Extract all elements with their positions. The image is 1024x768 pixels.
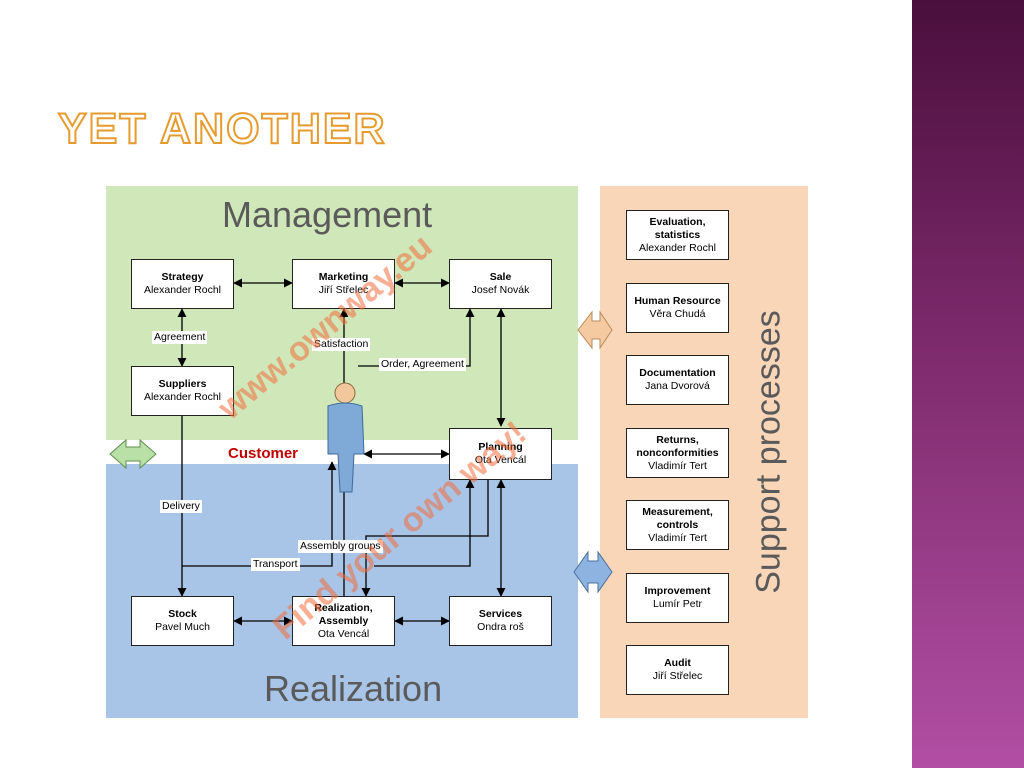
realization-assembly-box: Realization, Assembly Ota Vencál: [292, 596, 395, 646]
edge-assembly-planning: [374, 479, 475, 567]
support-box-documentation: Documentation Jana Dvorová: [626, 355, 729, 405]
services-box: Services Ondra roš: [449, 596, 552, 646]
sale-box: Sale Josef Novák: [449, 259, 552, 309]
edge-label-agreement: Agreement: [152, 331, 208, 344]
slide-title: YET ANOTHER: [57, 105, 387, 153]
realization-support-arrow: [573, 550, 613, 594]
support-box-title: Returns,: [656, 433, 699, 446]
sale-title: Sale: [489, 271, 512, 283]
support-box-returns: Returns, nonconformities Vladimír Tert: [626, 428, 729, 478]
support-box-title: statistics: [654, 228, 701, 241]
support-box-person: Alexander Rochl: [638, 241, 717, 254]
support-box-title: Evaluation,: [649, 215, 706, 228]
edge-label-assembly-groups: Assembly groups: [298, 540, 383, 553]
suppliers-box: Suppliers Alexander Rochl: [131, 366, 234, 416]
management-support-arrow: [577, 310, 613, 350]
edge-label-satisfaction: Satisfaction: [312, 338, 371, 351]
services-person: Ondra roš: [477, 621, 524, 633]
planning-person: Ota Vencál: [474, 454, 527, 466]
support-box-person: Jana Dvorová: [645, 380, 710, 392]
side-decor-band: [912, 0, 1024, 768]
suppliers-title: Suppliers: [158, 378, 207, 390]
realization-assembly-person: Ota Vencál: [317, 627, 370, 640]
support-box-human-resource: Human Resource Věra Chudá: [626, 283, 729, 333]
edge-label-transport: Transport: [251, 558, 300, 571]
support-box-person: Vladimír Tert: [648, 459, 707, 472]
support-box-title: Improvement: [644, 585, 711, 597]
planning-box: Planning Ota Vencál: [449, 428, 552, 480]
support-box-evaluation: Evaluation, statistics Alexander Rochl: [626, 210, 729, 260]
realization-assembly-title1: Realization,: [314, 601, 373, 614]
support-box-measurement: Measurement, controls Vladimír Tert: [626, 500, 729, 550]
support-box-person: Věra Chudá: [649, 308, 706, 320]
support-box-person: Jiří Střelec: [652, 670, 703, 682]
edge-label-delivery: Delivery: [160, 500, 202, 513]
support-box-audit: Audit Jiří Střelec: [626, 645, 729, 695]
support-box-title: controls: [656, 518, 699, 531]
planning-title: Planning: [478, 441, 523, 453]
edge-planning-assembly: [361, 480, 489, 597]
stock-title: Stock: [168, 608, 197, 620]
connector-layer: [109, 278, 613, 626]
marketing-box: Marketing Jiří Střelec: [292, 259, 395, 309]
stock-box: Stock Pavel Much: [131, 596, 234, 646]
strategy-box: Strategy Alexander Rochl: [131, 259, 234, 309]
marketing-person: Jiří Střelec: [318, 284, 369, 296]
realization-assembly-title2: Assembly: [318, 614, 369, 627]
support-box-improvement: Improvement Lumír Petr: [626, 573, 729, 623]
marketing-title: Marketing: [318, 271, 369, 283]
support-box-person: Vladimír Tert: [648, 531, 707, 544]
services-title: Services: [478, 608, 523, 620]
customer-label: Customer: [228, 445, 299, 462]
support-box-title: nonconformities: [636, 446, 719, 459]
support-box-title: Human Resource: [634, 295, 721, 307]
support-box-title: Audit: [664, 657, 691, 669]
edge-label-order-agreement: Order, Agreement: [379, 358, 466, 371]
realization-label: Realization: [264, 668, 443, 709]
edge-stock-customer: [182, 461, 337, 567]
stock-person: Pavel Much: [155, 621, 210, 633]
suppliers-person: Alexander Rochl: [143, 391, 222, 403]
strategy-person: Alexander Rochl: [143, 284, 222, 296]
strategy-title: Strategy: [161, 271, 204, 283]
customer-person-icon: [327, 382, 365, 493]
sale-person: Josef Novák: [471, 284, 530, 296]
support-box-person: Lumír Petr: [652, 598, 702, 610]
process-diagram: Management Realization Support processes: [106, 186, 808, 718]
management-label: Management: [222, 194, 433, 235]
support-box-title: Documentation: [639, 367, 716, 379]
support-box-title: Measurement,: [642, 505, 713, 518]
management-realization-double-arrow: [109, 438, 157, 470]
